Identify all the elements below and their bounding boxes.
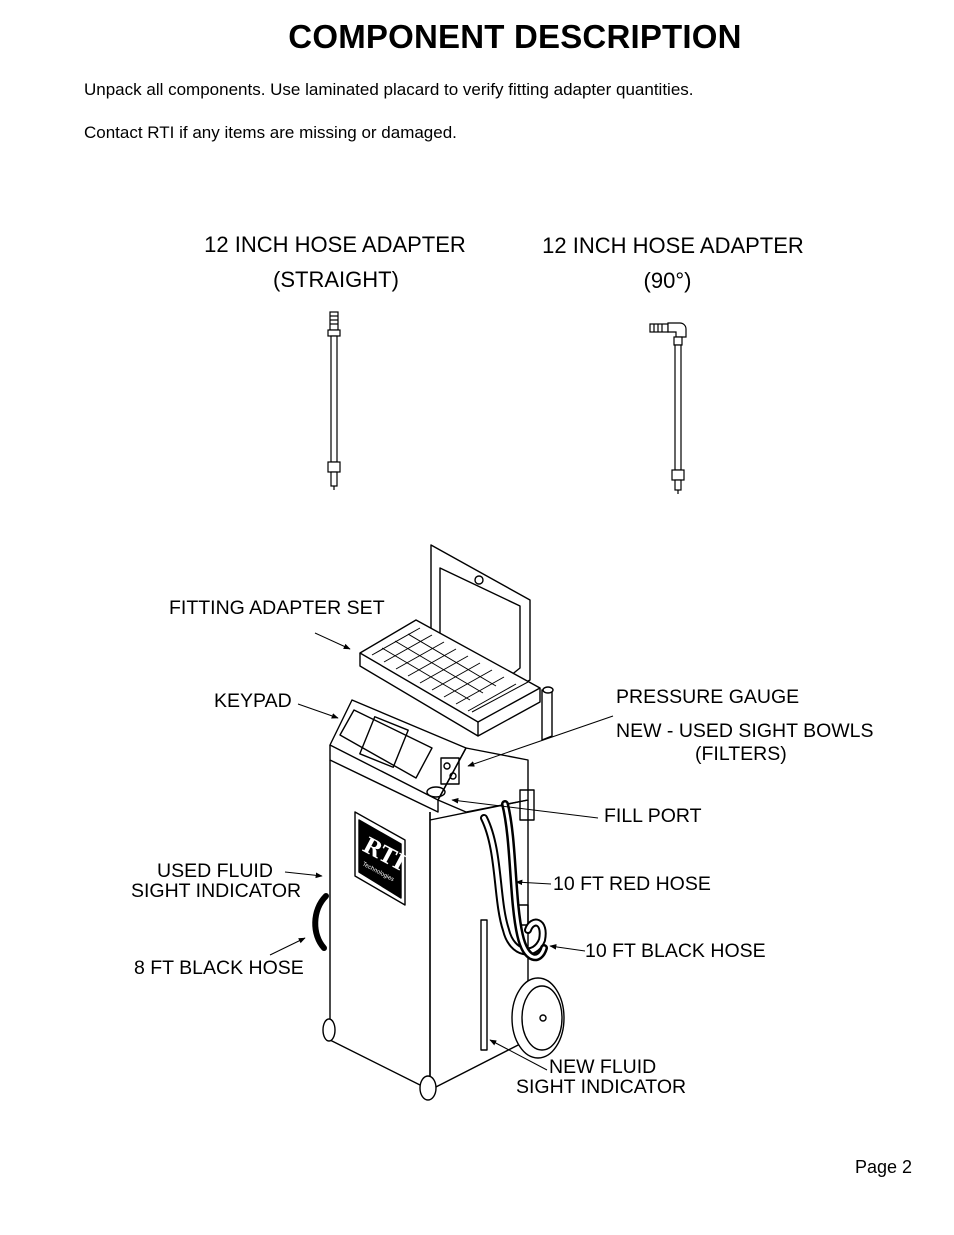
- page-number: Page 2: [854, 1157, 912, 1177]
- hoses: [312, 800, 548, 962]
- adapter-90-subtitle: (90°): [643, 268, 692, 293]
- label-sight-bowls-filters: (FILTERS): [695, 743, 787, 765]
- label-keypad: KEYPAD: [214, 690, 292, 712]
- label-fill-port: FILL PORT: [604, 805, 702, 827]
- label-black-hose-8: 8 FT BLACK HOSE: [134, 957, 304, 979]
- caster-wheels: [322, 977, 565, 1101]
- label-sight-bowls: NEW - USED SIGHT BOWLS: [616, 720, 874, 742]
- adapter-straight-title: 12 INCH HOSE ADAPTER: [204, 232, 466, 257]
- angled-hose-adapter: [649, 322, 687, 494]
- label-new-fluid: NEW FLUID: [549, 1056, 657, 1078]
- adapter-90-title: 12 INCH HOSE ADAPTER: [542, 233, 804, 258]
- label-black-hose-10: 10 FT BLACK HOSE: [585, 940, 766, 962]
- leader-arrows: [269, 632, 614, 1071]
- label-used-fluid: USED FLUID: [157, 860, 273, 882]
- straight-hose-adapter: [327, 311, 341, 490]
- intro-line-2: Contact RTI if any items are missing or …: [84, 123, 457, 142]
- label-fitting-adapter-set: FITTING ADAPTER SET: [169, 597, 385, 619]
- label-new-fluid-sight-indicator: SIGHT INDICATOR: [516, 1076, 687, 1098]
- fluid-exchange-machine: [329, 544, 554, 1091]
- intro-line-1: Unpack all components. Use laminated pla…: [84, 80, 694, 99]
- label-used-fluid-sight-indicator: SIGHT INDICATOR: [131, 880, 302, 902]
- page-title: COMPONENT DESCRIPTION: [288, 18, 742, 55]
- label-red-hose: 10 FT RED HOSE: [553, 873, 711, 895]
- adapter-straight-subtitle: (STRAIGHT): [273, 267, 399, 292]
- label-pressure-gauge: PRESSURE GAUGE: [616, 686, 800, 708]
